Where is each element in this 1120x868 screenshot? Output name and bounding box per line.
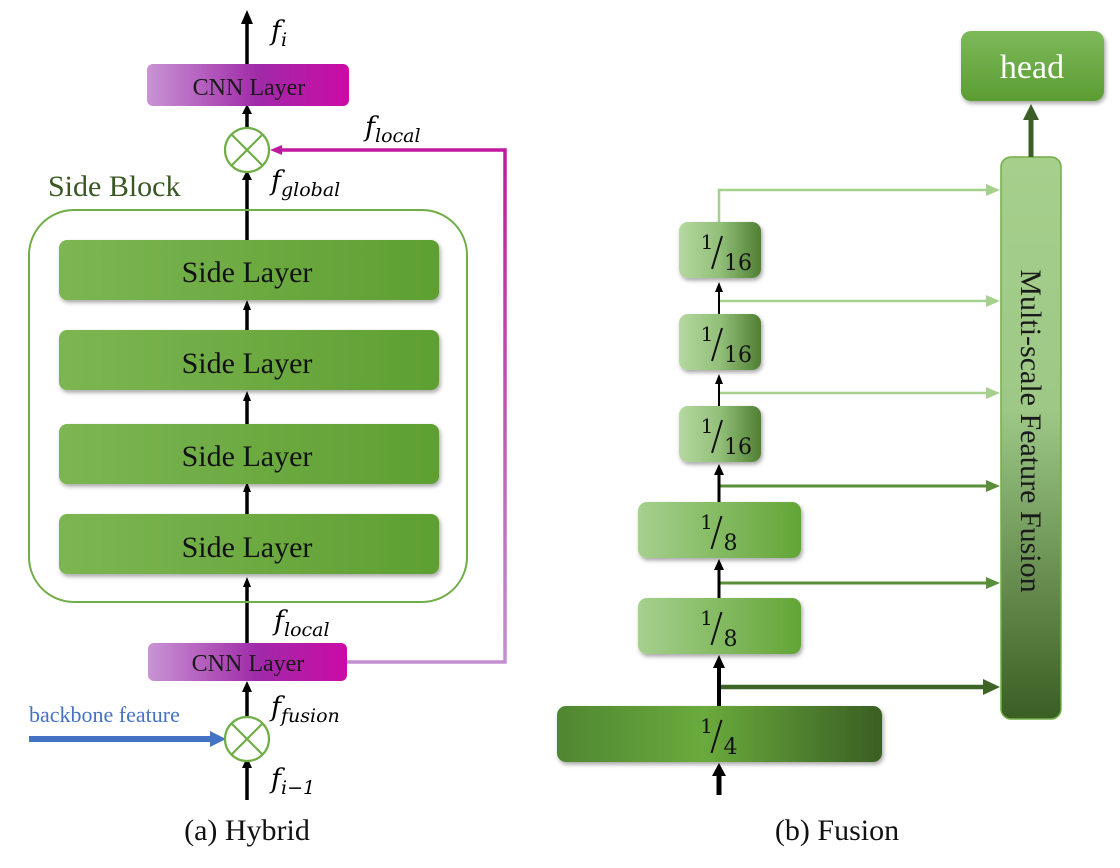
stage-denominator: 16 bbox=[724, 343, 752, 368]
hybrid-panel: fi CNN Layer flocal fglobal Side Block S… bbox=[28, 10, 507, 847]
stage-box-shape bbox=[638, 502, 801, 558]
f-input-label: fi−1 bbox=[269, 764, 315, 799]
f-fusion-label: ffusion bbox=[269, 692, 340, 727]
top-cnn-layer: CNN Layer bbox=[147, 64, 349, 106]
side-block-container bbox=[28, 209, 468, 603]
stage-box: 1 16 bbox=[679, 406, 761, 462]
stage-box-shape bbox=[638, 598, 801, 654]
stage-box: 18 bbox=[638, 502, 801, 558]
side-layer: Side Layer bbox=[59, 424, 439, 484]
stage-numerator: 1 bbox=[700, 510, 713, 534]
stage-denominator: 16 bbox=[724, 435, 752, 460]
stage-fraction-slash bbox=[711, 235, 723, 270]
side-layer: Side Layer bbox=[59, 330, 439, 390]
head-block: head bbox=[961, 31, 1104, 101]
stage-box: 1 16 bbox=[679, 314, 761, 370]
stage-denominator: 8 bbox=[724, 627, 738, 652]
stage-fraction-slash bbox=[711, 419, 723, 454]
stage-numerator: 1 bbox=[700, 714, 713, 738]
hybrid-caption: (a) Hybrid bbox=[184, 814, 310, 847]
stage-fraction-slash bbox=[710, 611, 723, 646]
stage-box-shape bbox=[679, 222, 761, 278]
bottom-cnn-layer-label: CNN Layer bbox=[192, 651, 305, 677]
stage-numerator: 1 bbox=[700, 606, 713, 630]
f-global-label: fglobal bbox=[269, 166, 340, 201]
f-local-top-label: flocal bbox=[363, 112, 421, 147]
fusion-spine-arrows bbox=[712, 282, 726, 795]
stage-box-shape bbox=[679, 314, 761, 370]
stage-denominator: 8 bbox=[724, 531, 738, 556]
head-arrow bbox=[1023, 104, 1039, 157]
side-layer-label: Side Layer bbox=[182, 531, 313, 564]
local-feature-skip-connection bbox=[270, 145, 507, 664]
stage-numerator: 1 bbox=[701, 322, 714, 346]
side-layer-label: Side Layer bbox=[182, 347, 313, 380]
multi-scale-feature-fusion-label: Multi-scale Feature Fusion bbox=[1014, 269, 1047, 592]
stage-box: 1 16 bbox=[679, 222, 761, 278]
stage-denominator: 4 bbox=[724, 735, 738, 760]
stage-box: 14 bbox=[557, 706, 882, 762]
output-f-i-label: fi bbox=[269, 16, 287, 51]
bottom-multiply-operator-icon bbox=[223, 715, 271, 763]
stage-box-shape bbox=[557, 706, 882, 762]
f-local-bottom-label: flocal bbox=[272, 606, 330, 641]
head-label: head bbox=[1000, 49, 1064, 86]
stage-numerator: 1 bbox=[701, 414, 714, 438]
stage-fraction-slash bbox=[710, 515, 723, 550]
backbone-feature-label: backbone feature bbox=[29, 702, 180, 727]
stage-fraction-slash bbox=[710, 719, 723, 754]
side-layer-label: Side Layer bbox=[182, 440, 313, 473]
backbone-feature-arrow bbox=[29, 731, 226, 747]
lateral-arrows bbox=[717, 184, 1000, 695]
multi-scale-feature-fusion-block: Multi-scale Feature Fusion bbox=[1000, 156, 1062, 720]
stage-box: 18 bbox=[638, 598, 801, 654]
side-layer-label: Side Layer bbox=[182, 256, 313, 289]
stage-fraction-slash bbox=[711, 327, 723, 362]
stage-box-shape bbox=[679, 406, 761, 462]
side-block-label: Side Block bbox=[48, 170, 181, 203]
top-multiply-operator-icon bbox=[223, 126, 271, 174]
stage-numerator: 1 bbox=[701, 230, 714, 254]
stage-denominator: 16 bbox=[724, 251, 752, 276]
bottom-cnn-layer: CNN Layer bbox=[148, 643, 347, 681]
side-layer: Side Layer bbox=[59, 514, 439, 574]
fusion-caption: (b) Fusion bbox=[775, 814, 899, 847]
side-layer: Side Layer bbox=[59, 240, 439, 300]
top-cnn-layer-label: CNN Layer bbox=[193, 75, 306, 101]
